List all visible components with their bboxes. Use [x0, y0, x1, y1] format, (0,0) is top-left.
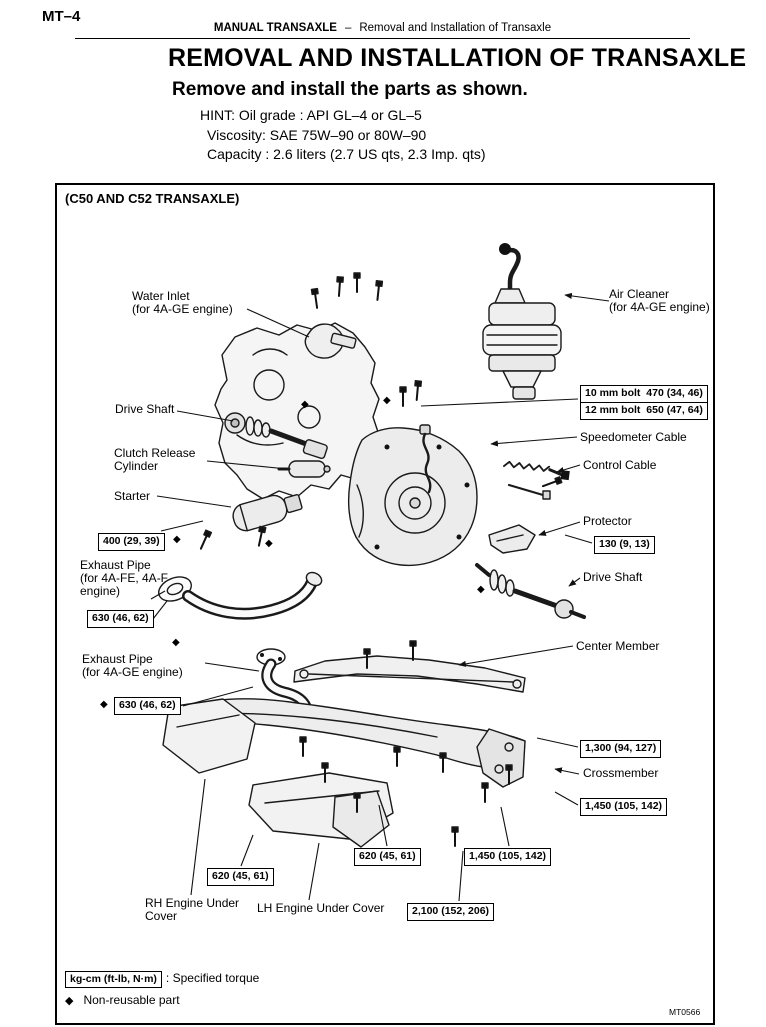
running-header-topic: Removal and Installation of Transaxle: [359, 22, 552, 34]
torque-box-620-a: 620 (45, 61): [354, 848, 421, 866]
part-label-crossmember: Crossmember: [583, 766, 659, 780]
exploded-view-figure: (C50 AND C52 TRANSAXLE) Water Inlet (for…: [55, 183, 715, 1025]
torque-box-2100: 2,100 (152, 206): [407, 903, 495, 921]
part-label-center-member: Center Member: [576, 639, 660, 653]
non-reusable-diamond-icon: ◆: [265, 538, 273, 549]
transaxle-variant-label: (C50 AND C52 TRANSAXLE): [65, 191, 240, 206]
page-number: MT–4: [42, 8, 81, 25]
water-inlet-part: [304, 323, 344, 359]
hint-line-viscosity: Viscosity: SAE 75W–90 or 80W–90: [207, 126, 427, 143]
torque-box-620-b: 620 (45, 61): [207, 868, 274, 886]
torque-box-630-b: 630 (46, 62): [114, 697, 181, 715]
speedometer-cable-part: [419, 424, 431, 435]
non-reusable-diamond-icon: ◆: [100, 699, 108, 710]
part-label-air-cleaner: Air Cleaner (for 4A-GE engine): [609, 287, 710, 314]
part-label-speedometer-cable: Speedometer Cable: [580, 430, 687, 444]
running-header-section: MANUAL TRANSAXLE: [213, 22, 337, 34]
non-reusable-diamond-icon: ◆: [301, 399, 309, 410]
exploded-view-drawing: [150, 243, 610, 902]
starter-part: [232, 494, 303, 532]
torque-box-1450-a: 1,450 (105, 142): [580, 798, 668, 816]
page-title: REMOVAL AND INSTALLATION OF TRANSAXLE: [168, 44, 747, 72]
instruction-text: Remove and install the parts as shown.: [172, 79, 528, 100]
non-reusable-diamond-icon: ◆: [173, 534, 181, 545]
torque-box-1300: 1,300 (94, 127): [580, 740, 662, 758]
torque-box-400: 400 (29, 39): [98, 533, 165, 551]
part-label-clutch-release-cylinder: Clutch Release Cylinder: [114, 446, 196, 473]
legend-nonreusable-row: ◆ Non-reusable part: [65, 993, 259, 1007]
clutch-release-cylinder-part: [288, 460, 326, 478]
running-header-separator: –: [344, 22, 352, 34]
part-label-water-inlet: Water Inlet (for 4A-GE engine): [132, 289, 233, 316]
torque-box-630-a: 630 (46, 62): [87, 610, 154, 628]
part-label-protector: Protector: [583, 514, 632, 528]
torque-box-130: 130 (9, 13): [594, 536, 655, 554]
part-label-control-cable: Control Cable: [583, 458, 657, 472]
part-label-rh-engine-under-cover: RH Engine Under Cover: [145, 896, 240, 923]
torque-box-1450-b: 1,450 (105, 142): [464, 848, 552, 866]
part-label-lh-engine-under-cover: LH Engine Under Cover: [257, 901, 385, 915]
legend-torque-meaning: : Specified torque: [165, 971, 260, 985]
non-reusable-diamond-icon: ◆: [383, 395, 391, 406]
transaxle-case: [347, 427, 478, 567]
part-label-starter: Starter: [114, 489, 151, 503]
figure-code: MT0566: [669, 1007, 701, 1017]
figure-legend: kg-cm (ft-lb, N·m): Specified torque ◆ No…: [65, 971, 259, 1012]
non-reusable-diamond-icon: ◆: [65, 995, 74, 1007]
hint-line-capacity: Capacity : 2.6 liters (2.7 US qts, 2.3 I…: [207, 146, 486, 162]
leader-lines: [150, 292, 610, 902]
part-label-exhaust-pipe-fe: Exhaust Pipe (for 4A-FE, 4A-F engine): [80, 558, 169, 598]
part-label-drive-shaft-right: Drive Shaft: [583, 570, 643, 584]
shift-lever: [504, 248, 521, 301]
part-label-exhaust-pipe-ge: Exhaust Pipe (for 4A-GE engine): [82, 652, 183, 679]
running-header: MANUAL TRANSAXLE–Removal and Installatio…: [75, 22, 690, 39]
hint-block: HINT: Oil grade : API GL–4 or GL–5 Visco…: [200, 106, 486, 165]
protector-part: [488, 524, 536, 554]
center-member-part: [293, 655, 526, 693]
non-reusable-diamond-icon: ◆: [477, 584, 485, 595]
legend-torque-unit-box: kg-cm (ft-lb, N·m): [65, 971, 162, 988]
part-label-drive-shaft-left: Drive Shaft: [115, 402, 175, 416]
hint-line-oil-grade: HINT: Oil grade : API GL–4 or GL–5: [200, 107, 422, 123]
non-reusable-diamond-icon: ◆: [172, 637, 180, 648]
rh-engine-under-cover-part: [162, 698, 256, 774]
legend-nonreusable-meaning: Non-reusable part: [83, 993, 180, 1007]
drive-shaft-right-part: [475, 563, 491, 577]
air-cleaner-part: [488, 302, 556, 326]
legend-torque-row: kg-cm (ft-lb, N·m): Specified torque: [65, 971, 259, 988]
torque-box-12mm-bolt: 12 mm bolt 650 (47, 64): [580, 402, 708, 420]
torque-box-10mm-bolt: 10 mm bolt 470 (34, 46): [580, 385, 708, 403]
